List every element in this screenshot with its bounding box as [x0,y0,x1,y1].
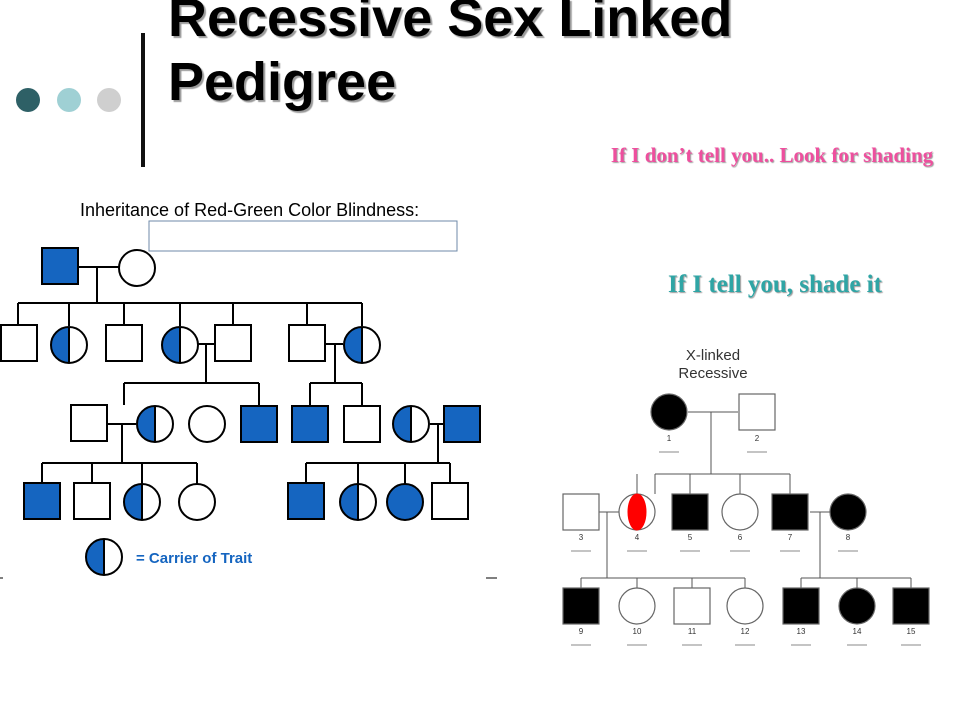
legend-text: = Carrier of Trait [136,550,252,567]
individual-number-5: 5 [688,533,693,542]
right-ind-6 [721,493,759,531]
left-ind-g3-m2 [240,405,278,443]
left-ind-g3-m3 [291,405,329,443]
left-ind-g4-f4 [386,483,424,521]
left-ind-g2-f2 [161,326,199,364]
left-diagram-title: Inheritance of Red-Green Color Blindness… [80,200,419,220]
right-ind-7 [771,493,809,531]
individual-number-3: 3 [579,533,584,542]
right-ind-13 [782,587,820,625]
individual-number-4: 4 [635,533,640,542]
slide-title-line2: Pedigree [168,52,397,112]
right-pedigree-symbols [562,393,930,625]
left-ind-g3-f1 [136,405,174,443]
left-pedigree-diagram: Inheritance of Red-Green Color Blindness… [0,200,497,579]
left-ind-g4-f3 [339,483,377,521]
bullet-dot-grey [97,88,121,112]
individual-number-12: 12 [741,627,750,636]
left-ind-g2-m1 [0,324,38,362]
carrier-highlight-shape [627,493,647,531]
title-underline-box [148,220,458,252]
left-pedigree-lines [17,266,451,484]
left-ind-g4-f1 [123,483,161,521]
individual-number-8: 8 [846,533,851,542]
right-ind-3 [562,493,600,531]
right-pedigree-lines [580,411,912,588]
left-ind-g4-m4 [431,482,469,520]
left-pedigree-symbols [0,247,481,576]
left-ind-g2-f3 [343,326,381,364]
left-ind-g1-female [118,249,156,287]
individual-number-1: 1 [667,434,672,443]
right-ind-5 [671,493,709,531]
x-linked-title-line1: X-linked [686,347,740,364]
slide-title-line1: Recessive Sex Linked [168,0,733,48]
individual-number-6: 6 [738,533,743,542]
left-ind-g2-m4 [288,324,326,362]
shade-it-note: If I tell you, shade it [668,271,882,298]
left-ind-g2-m3 [214,324,252,362]
left-ind-g1-male [41,247,79,285]
left-ind-g4-f2 [178,483,216,521]
x-linked-title-line2: Recessive [678,365,747,382]
individual-number-10: 10 [633,627,642,636]
legend-carrier-symbol [85,538,123,576]
left-ind-g3-m4 [343,405,381,443]
individual-number-11: 11 [688,627,697,636]
right-ind-15 [892,587,930,625]
individual-number-14: 14 [853,627,862,636]
right-ind-8 [829,493,867,531]
slide-title: Recessive Sex Linked Pedigree [168,0,732,114]
right-ind-11 [673,587,711,625]
right-ind-1 [650,393,688,431]
left-ind-g4-m2 [73,482,111,520]
right-ind-10 [618,587,656,625]
individual-number-9: 9 [579,627,584,636]
individual-number-15: 15 [907,627,916,636]
shading-note: If I don’t tell you.. Look for shading [610,143,934,167]
right-ind-14 [838,587,876,625]
right-ind-12 [726,587,764,625]
left-ind-g2-m2 [105,324,143,362]
right-ind-9 [562,587,600,625]
right-ind-2 [738,393,776,431]
left-ind-g3-f3 [392,405,430,443]
left-ind-g4-m3 [287,482,325,520]
individual-number-7: 7 [788,533,793,542]
title-divider-bar [141,33,145,167]
individual-number-13: 13 [797,627,806,636]
left-ind-g3-m1 [70,404,108,442]
bullet-dot-dark [16,88,40,112]
left-ind-g3-m5 [443,405,481,443]
left-ind-g2-f1 [50,326,88,364]
left-ind-g4-m1 [23,482,61,520]
bullet-dot-teal [57,88,81,112]
individual-number-2: 2 [755,434,760,443]
left-ind-g3-f2 [188,405,226,443]
